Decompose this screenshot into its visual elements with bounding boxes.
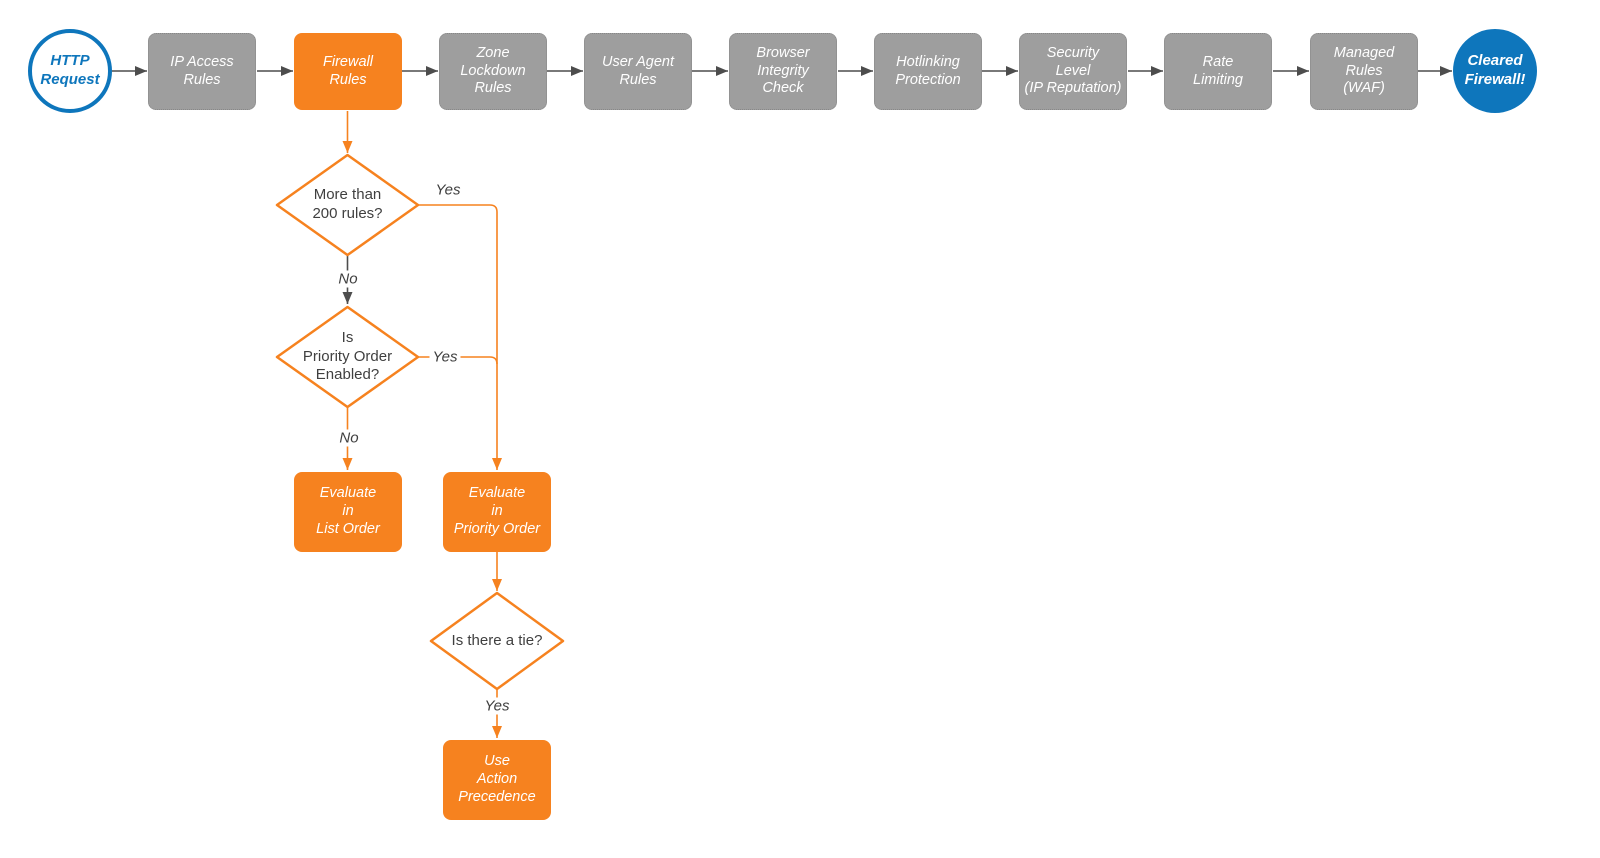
stage-zone-lockdown-rules: Zone Lockdown Rules <box>439 33 547 110</box>
stage-managed-rules-waf: Managed Rules (WAF) <box>1310 33 1418 110</box>
start-node-http-request: HTTP Request <box>28 29 112 113</box>
connector-decision2-yes-join <box>418 356 498 365</box>
end-node-cleared-firewall: Cleared Firewall! <box>1453 29 1537 113</box>
decision-is-there-a-tie: Is there a tie? <box>429 591 565 691</box>
decision-priority-order-enabled: Is Priority Order Enabled? <box>275 305 420 409</box>
connector-decision1-yes-to-priority-order <box>418 204 502 470</box>
stage-rate-limiting: Rate Limiting <box>1164 33 1272 110</box>
edge-label-decision3-yes: Yes <box>481 697 513 715</box>
diamond-shape <box>275 305 420 409</box>
process-use-action-precedence: Use Action Precedence <box>443 740 551 820</box>
decision-label: Is there a tie? <box>451 631 543 649</box>
process-evaluate-in-priority-order: Evaluate in Priority Order <box>443 472 551 552</box>
stage-browser-integrity-check: Browser Integrity Check <box>729 33 837 110</box>
edge-label-decision2-yes: Yes <box>429 348 461 366</box>
edge-label-decision2-no: No <box>336 429 362 447</box>
edge-label-decision1-no: No <box>335 270 361 288</box>
diamond-shape <box>275 153 420 257</box>
stage-hotlinking-protection: Hotlinking Protection <box>874 33 982 110</box>
stage-user-agent-rules: User Agent Rules <box>584 33 692 110</box>
decision-label: More than 200 rules? <box>312 186 383 222</box>
stage-firewall-rules: Firewall Rules <box>294 33 402 110</box>
diamond-shape <box>429 591 565 691</box>
decision-more-than-200-rules: More than 200 rules? <box>275 153 420 257</box>
process-evaluate-in-list-order: Evaluate in List Order <box>294 472 402 552</box>
edge-label-decision1-yes: Yes <box>435 181 461 199</box>
stage-security-level: Security Level (IP Reputation) <box>1019 33 1127 110</box>
stage-ip-access-rules: IP Access Rules <box>148 33 256 110</box>
decision-label: Is Priority Order Enabled? <box>302 328 393 384</box>
